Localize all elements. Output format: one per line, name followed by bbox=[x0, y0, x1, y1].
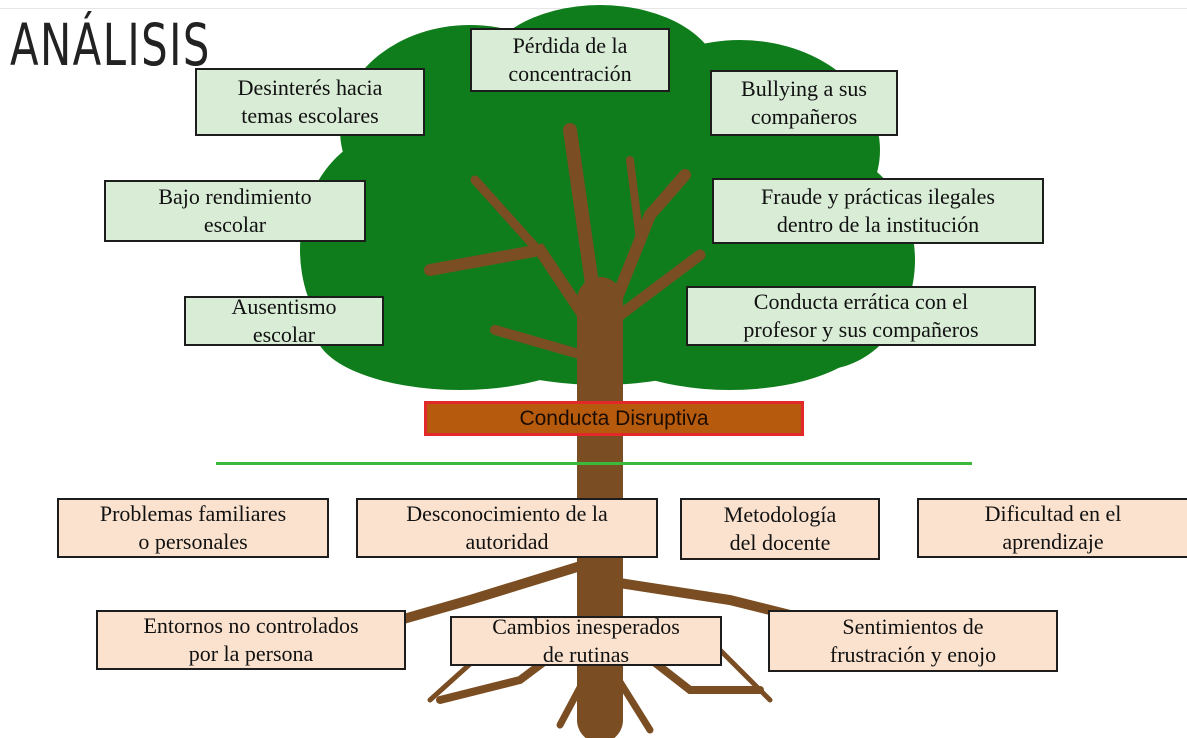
ground-line bbox=[216, 462, 972, 465]
cause-box: Cambios inesperados de rutinas bbox=[450, 614, 722, 667]
cause-box: Entornos no controlados por la persona bbox=[96, 610, 406, 670]
page-title: ANÁLISIS bbox=[10, 11, 211, 79]
cause-box: Metodología del docente bbox=[680, 498, 880, 560]
effect-box: Conducta errática con el profesor y sus … bbox=[686, 286, 1036, 346]
effect-box: Bullying a sus compañeros bbox=[710, 70, 898, 136]
cause-box: Dificultad en el aprendizaje bbox=[917, 498, 1187, 558]
cause-box: Desconocimiento de la autoridad bbox=[356, 498, 658, 558]
effect-box: Bajo rendimiento escolar bbox=[104, 180, 366, 242]
effect-box: Pérdida de la concentración bbox=[470, 28, 670, 92]
effect-box: Ausentismo escolar bbox=[184, 294, 384, 347]
effect-box: Desinterés hacia temas escolares bbox=[195, 68, 425, 136]
central-problem-box: Conducta Disruptiva bbox=[424, 401, 804, 436]
cause-box: Sentimientos de frustración y enojo bbox=[768, 610, 1058, 672]
effect-box: Fraude y prácticas ilegales dentro de la… bbox=[712, 178, 1044, 244]
cause-box: Problemas familiares o personales bbox=[57, 498, 329, 558]
